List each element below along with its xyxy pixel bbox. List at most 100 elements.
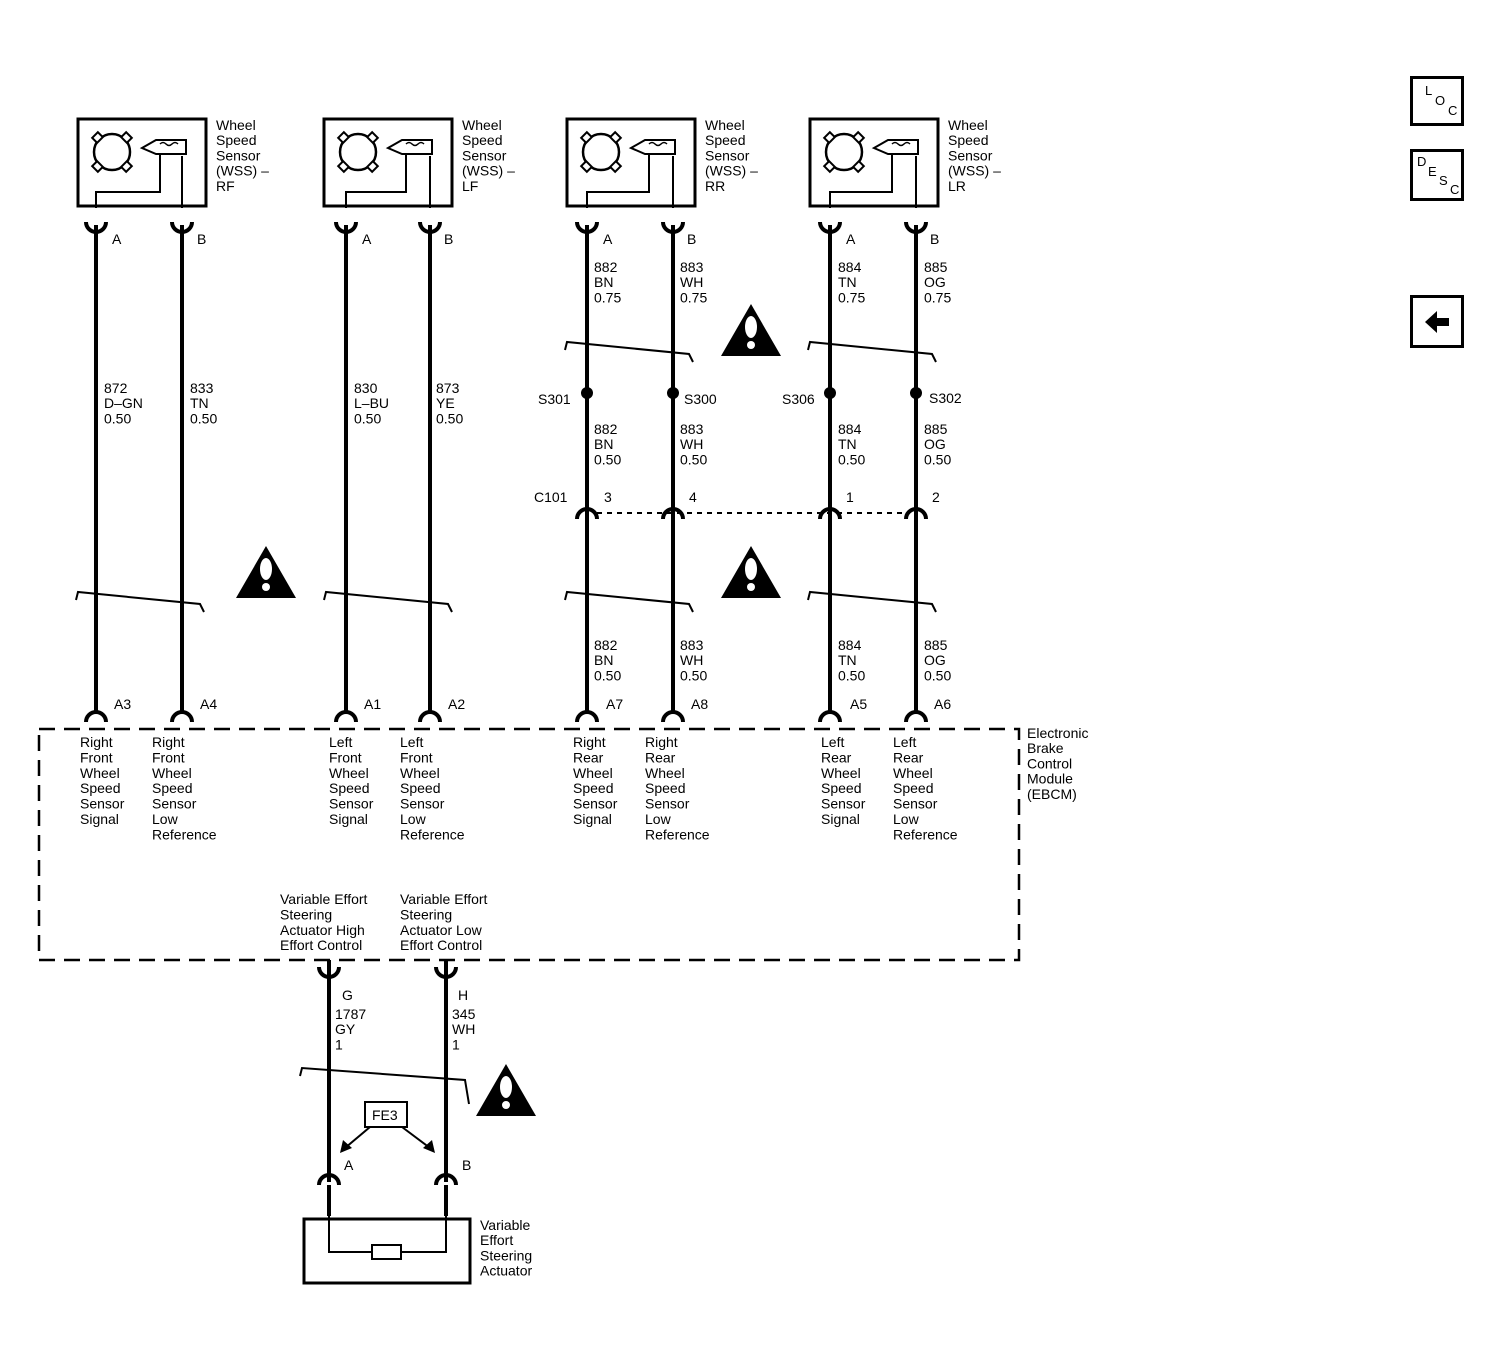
desc-button[interactable]: D E S C <box>1410 149 1464 201</box>
desc-letter: E <box>1428 164 1437 179</box>
pin-label: A1 <box>364 696 381 712</box>
arrow-left-icon <box>344 1126 371 1149</box>
wheel-sensor-icon <box>336 130 380 174</box>
option-fe3-box <box>364 1101 408 1128</box>
splice-dot <box>824 387 836 399</box>
pin-label: G <box>342 987 353 1003</box>
splice-dot <box>910 387 922 399</box>
loc-letter: L <box>1425 83 1433 98</box>
pin-label: A <box>362 231 372 247</box>
splices: S301 S300 S306 S302 <box>538 387 962 407</box>
pin-label: 4 <box>689 489 697 505</box>
ebcm-outline <box>37 727 1021 962</box>
pin-label: H <box>458 987 468 1003</box>
splice-dot <box>581 387 593 399</box>
connector-cup <box>170 221 194 234</box>
caution-icon[interactable] <box>236 546 296 598</box>
pin-label: 3 <box>604 489 612 505</box>
twist-mark <box>807 590 937 613</box>
option-fe3-label: FE3 <box>372 1107 398 1123</box>
splice-label: S302 <box>929 390 962 406</box>
arrow-right-icon <box>401 1126 431 1149</box>
connector-cup <box>904 221 928 234</box>
loc-button[interactable]: L O C <box>1410 76 1464 126</box>
desc-letter: S <box>1439 173 1448 188</box>
wheel-sensor-icon <box>90 130 134 174</box>
pin-label: 1 <box>846 489 854 505</box>
pin-label: A <box>846 231 856 247</box>
sensor-pin-labels: A B A B A B A B <box>112 231 939 247</box>
connector-cup <box>418 221 442 234</box>
back-button[interactable] <box>1410 295 1464 348</box>
resistor-icon <box>371 1244 402 1260</box>
connector-label: C101 <box>534 489 568 505</box>
pin-label: B <box>930 231 939 247</box>
pin-label: A6 <box>934 696 951 712</box>
splice-label: S306 <box>782 391 815 407</box>
loc-letter: C <box>1448 103 1458 118</box>
caution-icon[interactable] <box>721 304 781 356</box>
desc-letter: D <box>1417 154 1427 169</box>
pin-label: A <box>344 1157 354 1173</box>
pin-label: A8 <box>691 696 708 712</box>
twist-mark <box>564 590 694 613</box>
twisted-pair-marks <box>75 340 937 1105</box>
splice-label: S301 <box>538 391 571 407</box>
pin-label: A5 <box>850 696 867 712</box>
caution-icon[interactable] <box>476 1064 536 1116</box>
pin-label: B <box>462 1157 471 1173</box>
pin-label: A <box>112 231 122 247</box>
wires <box>94 225 918 712</box>
pin-label: B <box>444 231 453 247</box>
pin-label: 2 <box>932 489 940 505</box>
connector-cup <box>575 221 599 234</box>
connector-cup <box>334 221 358 234</box>
pin-label: A3 <box>114 696 131 712</box>
connector-cup <box>661 221 685 234</box>
connector-cup <box>84 221 108 234</box>
pin-label: A4 <box>200 696 217 712</box>
connector-cup <box>818 221 842 234</box>
twist-mark <box>75 590 205 613</box>
twist-mark <box>564 340 694 363</box>
wheel-sensor-icon <box>822 130 866 174</box>
connector-c101: C101 3 4 1 2 <box>534 489 940 520</box>
sensor-connectors <box>84 221 928 234</box>
twist-mark <box>323 590 453 613</box>
wheel-sensor-icon <box>579 130 623 174</box>
caution-icon[interactable] <box>721 546 781 598</box>
